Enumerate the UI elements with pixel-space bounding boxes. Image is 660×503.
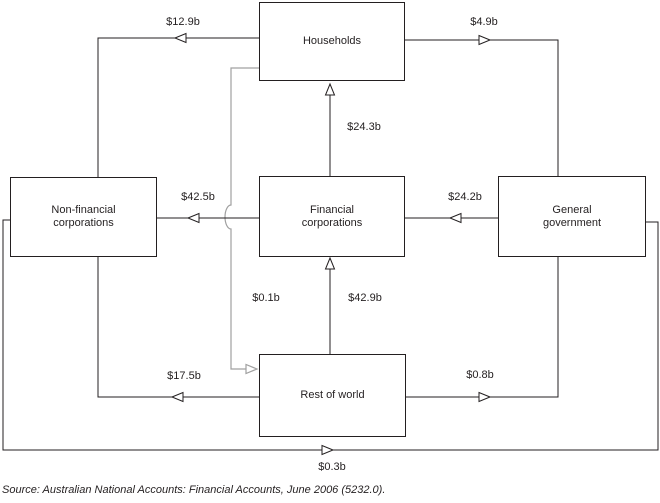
node-financial-corporations: Financial corporations (259, 176, 405, 257)
flow-label-households-to-general-government: $4.9b (470, 16, 498, 28)
flow-line-households-to-general-government (405, 39, 559, 176)
node-households-label: Households (302, 35, 362, 47)
source-note: Source: Australian National Accounts: Fi… (2, 484, 386, 496)
flow-label-households-to-non-financial: $12.9b (166, 16, 200, 28)
flow-label-rest-of-world-to-general-government: $0.8b (466, 369, 494, 381)
arrowhead-left-24-2b-icon (448, 212, 462, 224)
flow-line-rest-of-world-to-non-financial (97, 257, 259, 398)
arrowhead-right-0-3b-icon (321, 444, 335, 456)
arrowhead-right-0-8b-icon (478, 391, 492, 403)
arrowhead-up-24-3b-icon (324, 82, 336, 96)
flow-label-non-financial-to-general-government: $0.3b (318, 461, 346, 473)
node-general-government: General government (498, 176, 646, 257)
arrowhead-left-17-5b-icon (170, 391, 184, 403)
flow-line-rest-of-world-to-general-government (406, 257, 559, 398)
arrowhead-up-42-9b-icon (324, 256, 336, 270)
flow-label-financial-to-households: $24.3b (347, 121, 381, 133)
flow-label-financial-to-non-financial: $42.5b (181, 191, 215, 203)
flow-line-households-to-rest-of-world (224, 67, 259, 370)
node-non-financial-corporations-label: Non-financial corporations (51, 204, 116, 229)
flow-line-households-to-non-financial (97, 37, 259, 177)
node-financial-corporations-label: Financial corporations (301, 203, 363, 229)
flow-label-households-to-rest-of-world: $0.1b (252, 292, 280, 304)
flow-label-rest-of-world-to-financial: $42.9b (348, 292, 382, 304)
node-general-government-label: General government (542, 203, 602, 229)
arrowhead-left-12-9b-icon (173, 32, 187, 44)
node-rest-of-world: Rest of world (259, 354, 406, 437)
node-rest-of-world-label: Rest of world (300, 389, 365, 401)
node-non-financial-corporations: Non-financial corporations (10, 177, 157, 257)
arrowhead-left-42-5b-icon (186, 212, 200, 224)
flow-label-rest-of-world-to-non-financial: $17.5b (167, 370, 201, 382)
arrowhead-right-0-1b-icon (245, 363, 259, 375)
flow-label-general-government-to-financial: $24.2b (448, 191, 482, 203)
node-households: Households (259, 2, 405, 81)
arrowhead-right-4-9b-icon (478, 34, 492, 46)
